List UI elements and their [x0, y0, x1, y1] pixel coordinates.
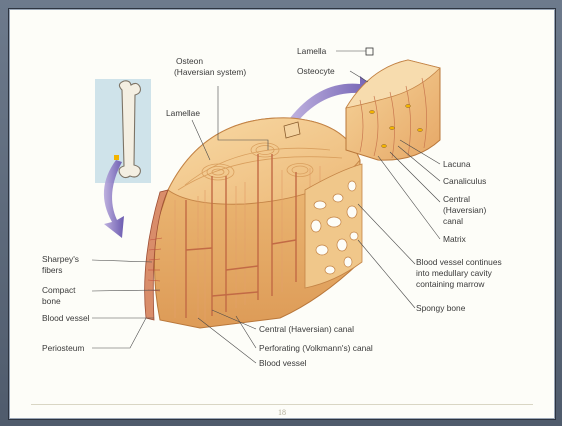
svg-text:Osteon(Haversian system): Osteon(Haversian system) — [174, 56, 246, 77]
label-compact-2: bone — [42, 296, 61, 306]
label-central-canal-bottom: Central (Haversian) canal — [259, 324, 354, 334]
label-lamella: Lamella — [297, 46, 327, 56]
label-lacuna: Lacuna — [443, 159, 471, 169]
label-lamellae: Lamellae — [166, 108, 200, 118]
label-central-canal-3: canal — [443, 216, 463, 226]
svg-text:Central(Haversian)canal: Central(Haversian)canal — [443, 194, 486, 226]
label-central-canal-2: (Haversian) — [443, 205, 486, 215]
lamella-inset — [346, 48, 440, 160]
label-osteon-sub: (Haversian system) — [174, 67, 246, 77]
label-sharpeys-2: fibers — [42, 265, 62, 275]
label-blood-vessel-bottom: Blood vessel — [259, 358, 307, 368]
lamella-bracket-icon — [366, 48, 373, 55]
section-marker-icon — [114, 155, 119, 160]
label-bv-continues-1: Blood vessel continues — [416, 257, 502, 267]
label-osteocyte: Osteocyte — [297, 66, 335, 76]
label-perforating-canal: Perforating (Volkmann's) canal — [259, 343, 373, 353]
label-blood-vessel-left: Blood vessel — [42, 313, 90, 323]
long-bone-thumbnail — [95, 79, 151, 183]
label-bv-continues-2: into medullary cavity — [416, 268, 493, 278]
bone-cross-section — [145, 118, 362, 328]
label-osteon: Osteon — [176, 56, 203, 66]
label-sharpeys-1: Sharpey's — [42, 254, 79, 264]
label-central-canal-1: Central — [443, 194, 470, 204]
label-bv-continues-3: containing marrow — [416, 279, 485, 289]
label-periosteum: Periosteum — [42, 343, 84, 353]
label-compact-1: Compact — [42, 285, 76, 295]
label-spongy-bone: Spongy bone — [416, 303, 466, 313]
label-matrix: Matrix — [443, 234, 467, 244]
label-canaliculus: Canaliculus — [443, 176, 486, 186]
